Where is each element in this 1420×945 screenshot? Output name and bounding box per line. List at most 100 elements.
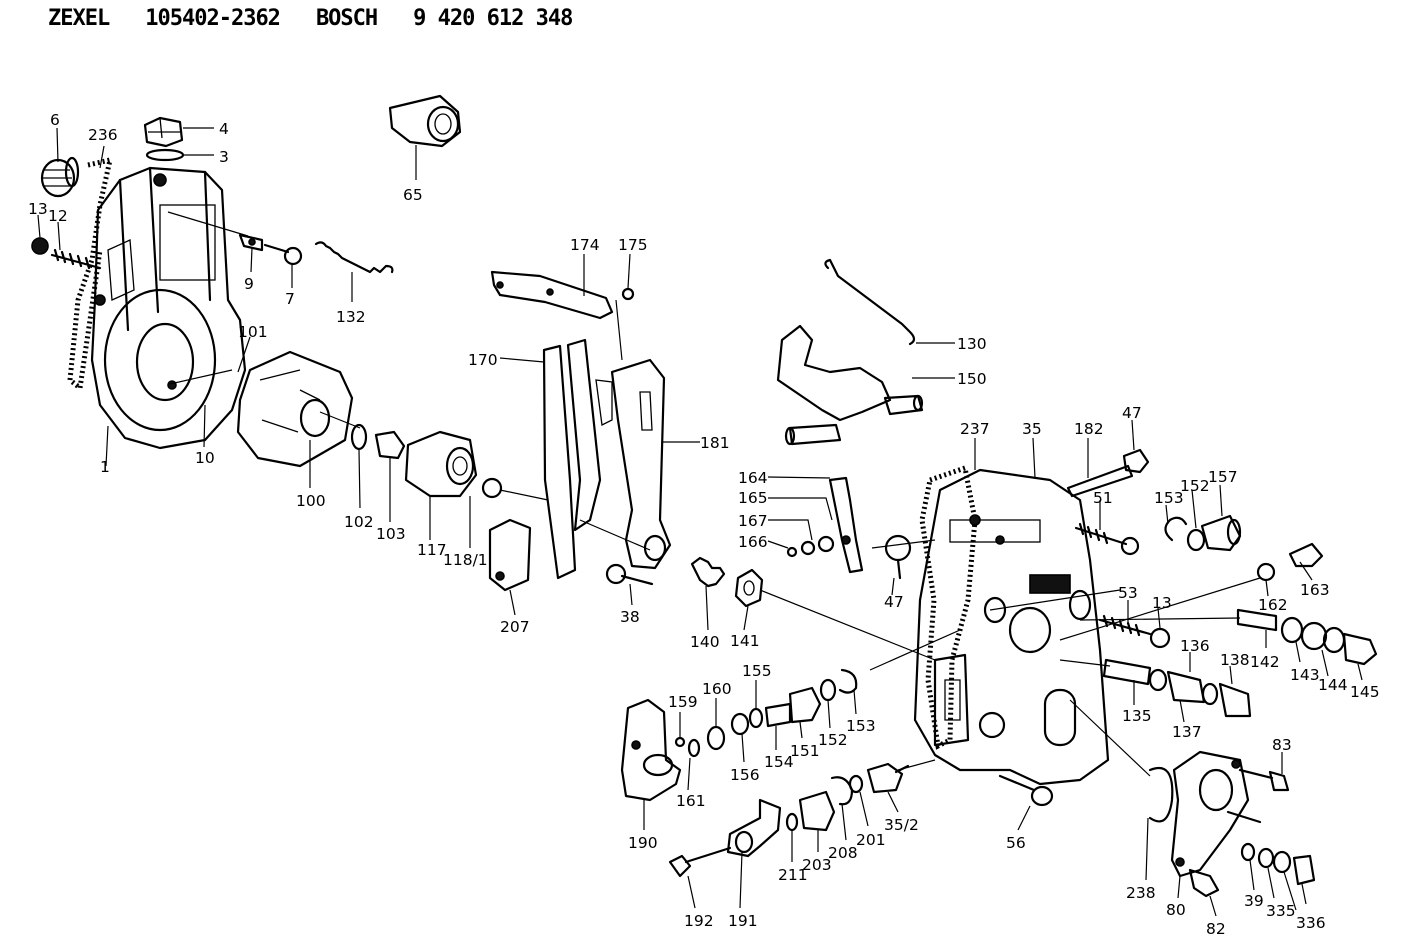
washer-165 — [817, 535, 835, 553]
block-207 — [488, 518, 532, 592]
label-136: 136 — [1180, 637, 1210, 655]
adjuster-157 — [1200, 514, 1242, 552]
label-10: 10 — [195, 449, 215, 467]
spring-140 — [690, 556, 726, 588]
label-174: 174 — [570, 236, 600, 254]
label-141: 141 — [730, 632, 760, 650]
plug-screw-6 — [40, 156, 80, 198]
label-82: 82 — [1206, 920, 1226, 938]
label-160: 160 — [702, 680, 732, 698]
spring-130 — [824, 258, 916, 346]
clip-166 — [786, 546, 798, 558]
clip-175 — [621, 287, 635, 301]
label-335: 335 — [1266, 902, 1296, 920]
washer-152-top — [1186, 528, 1206, 552]
label-182: 182 — [1074, 420, 1104, 438]
zexel-part-number: 105402-2362 — [145, 6, 281, 31]
label-175: 175 — [618, 236, 648, 254]
label-151: 151 — [790, 742, 820, 760]
label-156: 156 — [730, 766, 760, 784]
washer-137b — [1201, 682, 1219, 706]
label-164: 164 — [738, 469, 768, 487]
label-152-top: 152 — [1180, 477, 1210, 495]
label-35-2: 35/2 — [884, 816, 919, 834]
label-118-1: 118/1 — [443, 551, 488, 569]
label-162: 162 — [1258, 596, 1288, 614]
label-203: 203 — [802, 856, 832, 874]
nut-144 — [1300, 621, 1328, 651]
washer-160 — [706, 725, 726, 751]
label-56: 56 — [1006, 834, 1026, 852]
nut-13-left — [31, 237, 49, 255]
clip-153-top — [1164, 516, 1188, 542]
screw-51 — [1074, 522, 1128, 546]
label-53: 53 — [1118, 584, 1138, 602]
label-101: 101 — [238, 323, 268, 341]
washer-137 — [1148, 668, 1168, 692]
stud-39 — [1226, 810, 1262, 824]
label-152-bottom: 152 — [818, 731, 848, 749]
screw-12 — [50, 248, 102, 270]
label-1: 1 — [100, 458, 110, 476]
label-163: 163 — [1300, 581, 1330, 599]
bracket-190 — [620, 698, 682, 802]
label-150: 150 — [957, 370, 987, 388]
label-140: 140 — [690, 633, 720, 651]
label-9: 9 — [244, 275, 254, 293]
washer-102 — [350, 423, 368, 451]
screw-83 — [1238, 768, 1290, 792]
label-153-bottom: 153 — [846, 717, 876, 735]
washer-161 — [687, 738, 701, 758]
lever-170 — [542, 338, 613, 580]
label-157: 157 — [1208, 468, 1238, 486]
label-191: 191 — [728, 912, 758, 930]
clip-153-bottom — [838, 668, 858, 694]
label-201: 201 — [856, 831, 886, 849]
washer-162 — [1256, 562, 1276, 582]
label-13-left: 13 — [28, 200, 48, 218]
nut-13-right — [1149, 627, 1171, 649]
label-103: 103 — [376, 525, 406, 543]
label-13-right: 13 — [1152, 594, 1172, 612]
label-132: 132 — [336, 308, 366, 326]
label-155: 155 — [742, 662, 772, 680]
spring-132 — [314, 241, 394, 274]
label-336: 336 — [1296, 914, 1326, 932]
label-237: 237 — [960, 420, 990, 438]
washer-155 — [748, 707, 764, 729]
diagram-header: ZEXEL 105402-2362 BOSCH 9 420 612 348 — [48, 6, 573, 40]
label-83: 83 — [1272, 736, 1292, 754]
label-39: 39 — [1244, 892, 1264, 910]
cap-138 — [1218, 682, 1252, 718]
label-190: 190 — [628, 834, 658, 852]
sleeve-151 — [788, 686, 822, 724]
label-208: 208 — [828, 844, 858, 862]
label-12: 12 — [48, 207, 68, 225]
lever-191 — [726, 798, 782, 858]
hex-plug-4 — [143, 116, 184, 148]
label-165: 165 — [738, 489, 768, 507]
label-35: 35 — [1022, 420, 1042, 438]
label-47-right: 47 — [1122, 404, 1142, 422]
label-51: 51 — [1093, 489, 1113, 507]
cap-336 — [1292, 854, 1316, 886]
label-181: 181 — [700, 434, 730, 452]
bosch-part-number: 9 420 612 348 — [413, 6, 573, 31]
washer-156 — [730, 712, 750, 736]
governor-housing — [90, 166, 247, 450]
washer-152-bottom — [819, 678, 837, 702]
label-211: 211 — [778, 866, 808, 884]
washer-335 — [1257, 847, 1275, 869]
lever-assembly-150 — [776, 324, 924, 446]
plug-47-right — [1122, 448, 1150, 474]
label-166: 166 — [738, 533, 768, 551]
label-192: 192 — [684, 912, 714, 930]
nut-335 — [1272, 850, 1292, 874]
label-161: 161 — [676, 792, 706, 810]
sleeve-65 — [388, 94, 462, 148]
label-145: 145 — [1350, 683, 1380, 701]
washer-167 — [800, 540, 816, 556]
clip-159 — [674, 736, 686, 748]
label-170: 170 — [468, 351, 498, 369]
